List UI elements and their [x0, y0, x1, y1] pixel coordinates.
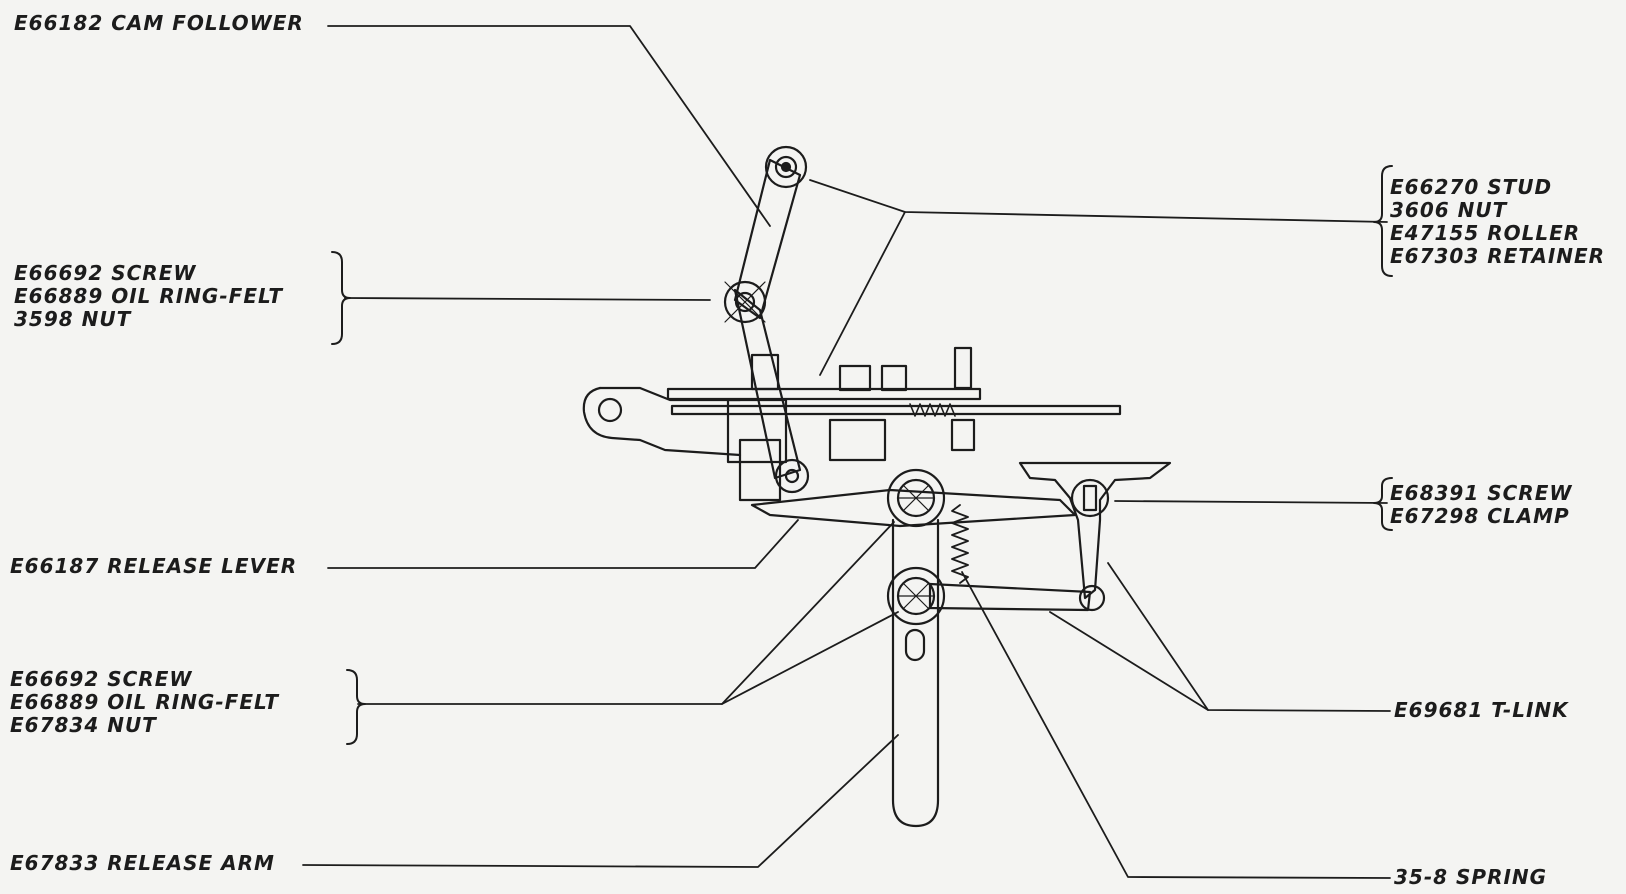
- clamp-screw-slot: [1082, 484, 1098, 512]
- upper-pivot-hub: [734, 291, 756, 313]
- release-arm-slot: [904, 628, 926, 662]
- leader-lower-screw-2: [721, 611, 899, 705]
- leader-upper-screw: [344, 297, 711, 301]
- leader-spring: [961, 571, 1391, 879]
- leader-stud-1: [809, 179, 1388, 223]
- label-t-link: E69681 T-LINK: [1394, 698, 1569, 722]
- roller-center: [780, 161, 792, 173]
- lower-big-pivot-hatch: [897, 583, 935, 609]
- label-stud-group: E66270 STUD 3606 NUT E47155 ROLLER E6730…: [1390, 176, 1605, 268]
- shaft-spring: [909, 403, 956, 417]
- clamp-t-link: [1018, 461, 1172, 600]
- center-post-left: [838, 364, 872, 392]
- bracket-stud-group: [1373, 165, 1393, 277]
- mechanism: [582, 145, 1172, 828]
- left-lever: [582, 386, 742, 457]
- roller: [764, 145, 808, 189]
- leader-lines: [302, 25, 1391, 879]
- release-arm: [891, 518, 940, 828]
- roller-hub: [774, 155, 798, 179]
- leader-t-link-1: [1049, 611, 1391, 712]
- cam-follower-arm: [733, 158, 802, 320]
- leader-t-link-2: [1107, 562, 1209, 711]
- clamp-screw: [1070, 478, 1110, 518]
- upper-shaft: [666, 387, 982, 401]
- label-nut-3606: 3606 NUT: [1390, 198, 1508, 222]
- right-post: [953, 346, 973, 390]
- hub-block-left: [726, 398, 788, 464]
- center-post-right: [880, 364, 908, 392]
- lower-big-pivot: [886, 566, 946, 626]
- lower-link: [928, 582, 1092, 612]
- label-lower-screw-group: E66692 SCREW E66889 OIL RING-FELT E67834…: [10, 668, 279, 737]
- leader-lower-screw-1: [357, 521, 895, 705]
- hub-post: [750, 353, 780, 391]
- bracket-upper-screw: [331, 251, 351, 345]
- vertical-spring: [951, 504, 969, 584]
- upper-pivot-hatch: [724, 281, 766, 323]
- leader-stud-2: [819, 211, 906, 376]
- label-release-lever: E66187 RELEASE LEVER: [10, 554, 298, 578]
- label-roller: E47155 ROLLER: [1390, 221, 1581, 245]
- upper-pivot: [723, 280, 767, 324]
- label-lower-oil-ring: E66889 OIL RING-FELT: [10, 690, 280, 714]
- lower-roller-hub: [784, 468, 800, 484]
- leader-screw-clamp: [1114, 500, 1388, 504]
- label-clamp: E67298 CLAMP: [1390, 504, 1570, 528]
- bracket-screw-clamp: [1373, 477, 1393, 531]
- label-spring: 35-8 SPRING: [1394, 865, 1548, 889]
- leader-release-arm: [302, 734, 899, 868]
- label-lower-nut: E67834 NUT: [10, 713, 157, 737]
- lower-roller: [774, 458, 810, 494]
- label-release-arm: E67833 RELEASE ARM: [10, 851, 275, 875]
- label-stud: E66270 STUD: [1390, 175, 1553, 199]
- label-clamp-screw: E68391 SCREW: [1390, 481, 1573, 505]
- follower-lower-link: [733, 288, 802, 480]
- center-block: [828, 418, 887, 462]
- label-cam-follower: E66182 CAM FOLLOWER: [14, 11, 304, 35]
- left-lever-eye: [597, 397, 623, 423]
- label-upper-screw: E66692 SCREW: [14, 261, 197, 285]
- label-retainer: E67303 RETAINER: [1390, 244, 1606, 268]
- label-upper-oil-ring: E66889 OIL RING-FELT: [14, 284, 284, 308]
- label-upper-screw-group: E66692 SCREW E66889 OIL RING-FELT 3598 N…: [14, 262, 283, 331]
- t-link-pivot: [1078, 584, 1106, 612]
- label-screw-clamp-group: E68391 SCREW E67298 CLAMP: [1390, 482, 1572, 528]
- leader-release-lever: [327, 519, 799, 569]
- upper-big-pivot: [886, 468, 946, 528]
- bracket-lower-screw: [346, 669, 366, 745]
- upper-big-pivot-hatch: [897, 485, 935, 511]
- leader-cam-follower: [327, 25, 771, 227]
- hub-block-lower: [738, 438, 782, 502]
- right-block: [950, 418, 976, 452]
- label-upper-nut: 3598 NUT: [14, 307, 132, 331]
- brackets: [331, 165, 1393, 745]
- lower-shaft: [670, 404, 1122, 416]
- label-lower-screw: E66692 SCREW: [10, 667, 193, 691]
